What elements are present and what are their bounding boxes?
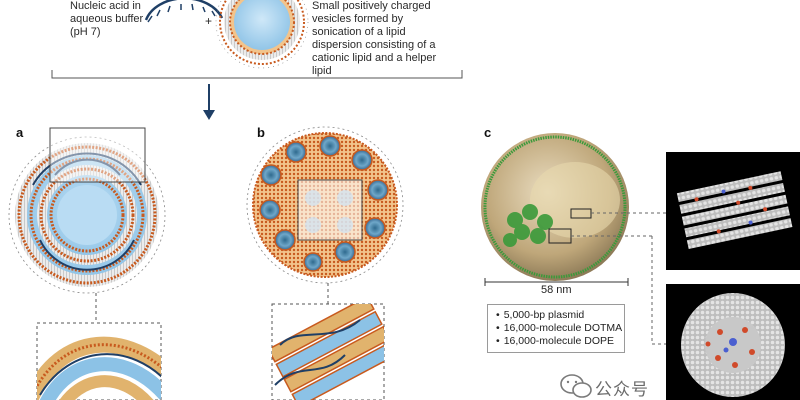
legend-box: 5,000-bp plasmid 16,000-molecule DOTMA 1… <box>487 304 625 353</box>
watermark-text: 公众号 <box>595 380 649 399</box>
panel-label-c: c <box>484 125 492 140</box>
panel-label-a: a <box>16 125 24 140</box>
scale-bar <box>484 278 629 286</box>
panel-b-lipoplex <box>246 126 404 304</box>
panel-a-lipoplex <box>8 127 166 323</box>
panel-a-zoom <box>36 322 162 400</box>
legend-item-dotma: 16,000-molecule DOTMA <box>496 322 622 335</box>
panel-label-b: b <box>257 125 265 140</box>
nucleic-acid-strand-icon <box>144 0 224 23</box>
micelle-render-image <box>666 284 800 400</box>
wechat-logo-icon <box>560 374 592 398</box>
legend-item-plasmid: 5,000-bp plasmid <box>496 309 616 322</box>
vesicle-caption: Small positively charged vesicles formed… <box>312 0 437 77</box>
plus-sign: + <box>205 14 213 28</box>
nucleic-acid-caption: Nucleic acid in aqueous buffer (pH 7) <box>70 0 144 38</box>
cationic-vesicle-icon <box>215 0 309 69</box>
legend-item-dope: 16,000-molecule DOPE <box>496 335 616 348</box>
merge-bracket <box>51 70 463 79</box>
panel-b-zoom <box>271 303 385 400</box>
bilayer-render-image <box>666 152 800 270</box>
panel-c-particle <box>481 133 666 345</box>
scale-label: 58 nm <box>541 284 572 296</box>
down-arrow-icon <box>203 84 215 120</box>
